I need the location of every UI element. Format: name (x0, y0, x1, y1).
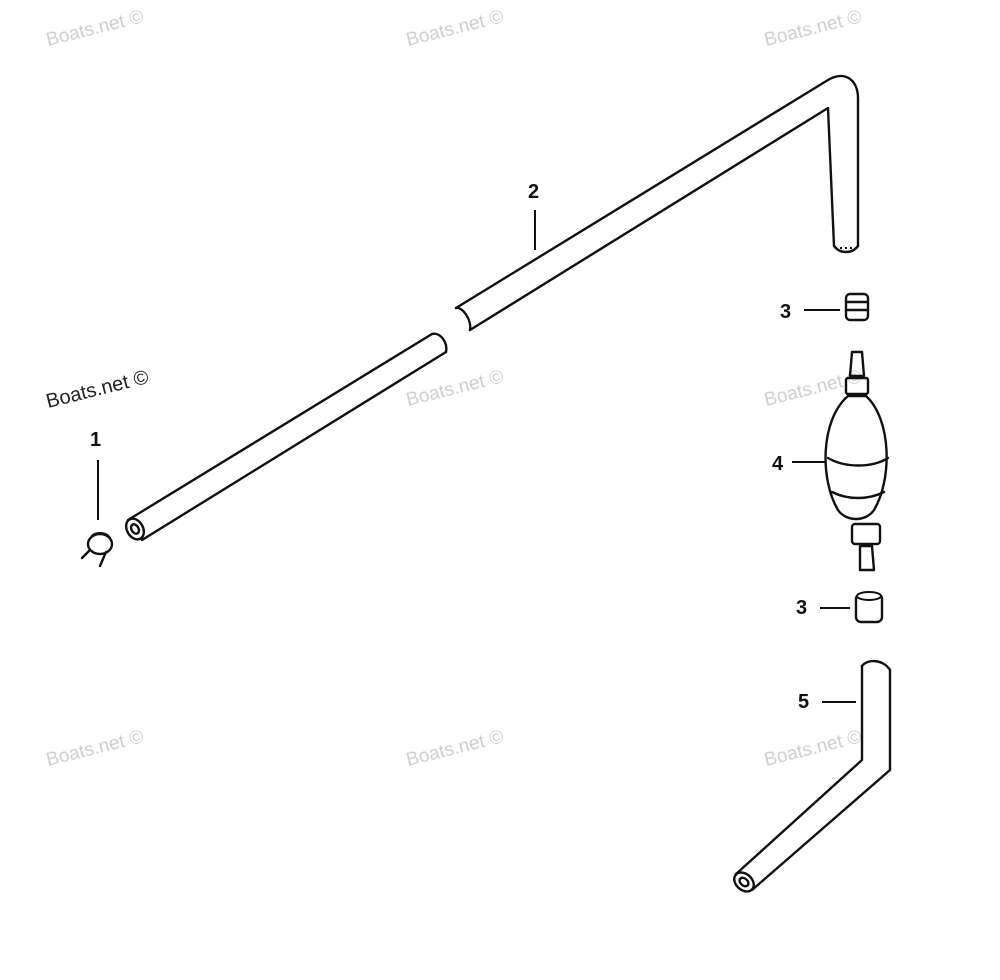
watermark: Boats.net © (404, 366, 506, 410)
part-number-label: 2 (528, 181, 539, 203)
callout-1: 1 (90, 429, 101, 520)
watermark: Boats.net © (404, 6, 506, 50)
watermark: Boats.net © (44, 726, 146, 770)
primer-bulb-part[interactable] (824, 350, 890, 572)
watermark: Boats.net © (44, 366, 151, 413)
watermark: Boats.net © (762, 726, 864, 770)
fitting-part-upper[interactable] (844, 292, 870, 322)
part-number-label: 5 (798, 691, 809, 713)
callout-3-upper: 3 (780, 301, 840, 323)
fuel-hose-part-2[interactable] (123, 74, 860, 542)
watermark: Boats.net © (762, 6, 864, 50)
callout-3-lower: 3 (796, 597, 850, 619)
part-number-label: 3 (796, 597, 807, 619)
part-number-label: 3 (780, 301, 791, 323)
callout-4: 4 (772, 453, 826, 475)
callout-2: 2 (528, 181, 539, 250)
hose-clamp-part[interactable] (80, 532, 114, 568)
watermark: Boats.net © (762, 366, 864, 410)
watermarks: Boats.net © Boats.net © Boats.net © Boat… (44, 6, 864, 770)
callout-5: 5 (798, 691, 856, 713)
watermark: Boats.net © (44, 6, 146, 50)
part-number-label: 1 (90, 429, 101, 451)
fuel-hose-part-5[interactable] (730, 659, 892, 895)
fitting-part-lower[interactable] (854, 591, 884, 624)
part-number-label: 4 (772, 453, 784, 475)
watermark: Boats.net © (404, 726, 506, 770)
